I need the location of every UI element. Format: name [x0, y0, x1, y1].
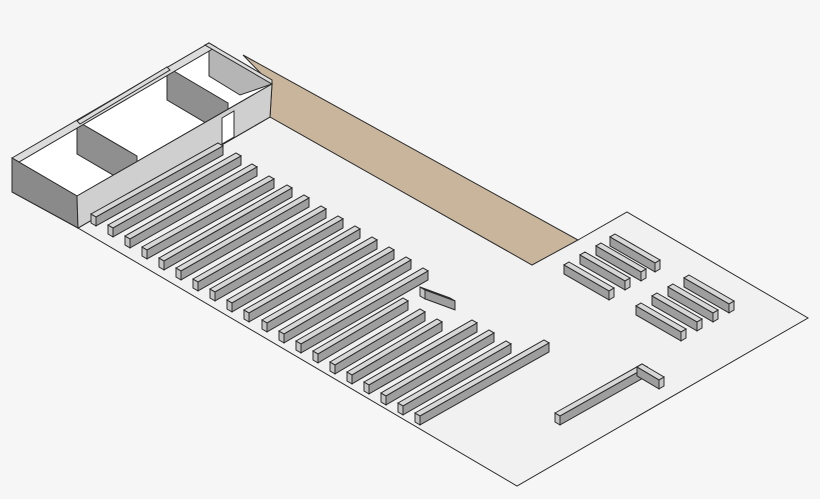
aisle-shelf [413, 339, 551, 426]
shelf-top [191, 205, 328, 283]
aisle-shelf [140, 175, 276, 260]
room-floor [12, 43, 272, 199]
shelf-top [123, 163, 259, 240]
shelf-top [140, 175, 276, 251]
wall-top-middle [76, 66, 171, 125]
shelf-top [89, 142, 225, 218]
side-shelf [563, 261, 615, 301]
back-rooms [11, 42, 274, 229]
shelf-top [595, 242, 647, 273]
aisle-shelf [278, 256, 412, 344]
aisle-shelf [312, 297, 409, 364]
aisle-shelf [191, 205, 328, 292]
aisle-shelf [106, 152, 243, 238]
shelf-top [261, 246, 395, 324]
shelf-top [157, 184, 294, 262]
aisle-shelf [346, 318, 443, 385]
aisle-shelf [89, 142, 225, 227]
aisle-shelf [261, 246, 395, 333]
aisle-shelf [295, 267, 429, 354]
shelf-top [329, 308, 426, 366]
side-shelf [651, 292, 703, 332]
shelf-top [295, 267, 429, 345]
aisle-shelf [123, 163, 259, 249]
shelf-top [636, 363, 665, 381]
long-shelf [553, 363, 649, 426]
side-shelf [579, 251, 631, 291]
shelf-top [683, 274, 735, 305]
shelf-top [413, 339, 551, 417]
aisle-shelf [329, 308, 426, 375]
shelf-top [106, 152, 243, 229]
shelf-top [396, 340, 513, 407]
side-shelf [667, 283, 719, 323]
aisle-shelf [174, 194, 311, 281]
shelf-top [226, 225, 361, 304]
aisle-shelf [226, 225, 361, 313]
aisle-shelf [362, 319, 479, 395]
shelf-top [667, 283, 719, 314]
door [221, 110, 235, 145]
small-shelf [419, 286, 456, 311]
shelf-top [635, 302, 687, 333]
aisle-shelf [157, 184, 294, 271]
aisle-shelf [208, 215, 345, 302]
shelf-top [242, 236, 379, 314]
shelf-top [579, 251, 631, 282]
shelf-top [174, 194, 311, 272]
shelf-top [651, 292, 703, 323]
shelf-top [563, 261, 615, 292]
shelf-top [208, 215, 345, 293]
long-shelf-return [636, 363, 665, 390]
shelf-top [312, 297, 409, 355]
aisle-shelf [380, 329, 495, 406]
shelf-top [419, 286, 456, 302]
aisle-shelf [396, 340, 513, 416]
shelf-top [380, 329, 495, 397]
shelf-top [609, 233, 661, 264]
aisle-shelf [242, 236, 379, 323]
side-shelf [683, 274, 735, 314]
side-shelf [609, 233, 661, 273]
shelf-top [278, 256, 412, 335]
side-shelf [595, 242, 647, 282]
shelf-top [362, 319, 479, 386]
side-shelf [635, 302, 687, 342]
shelving-units [89, 142, 735, 426]
shelf-top [346, 318, 443, 376]
